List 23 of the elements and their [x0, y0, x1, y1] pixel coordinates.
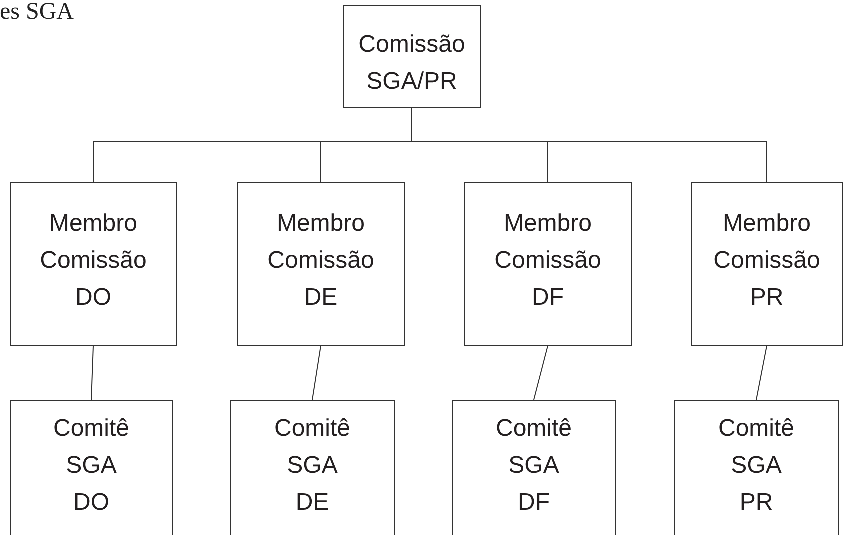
org-box [10, 182, 177, 346]
connector-line [756, 346, 768, 400]
org-box [691, 182, 843, 346]
box-label: Comitê SGA DO [53, 414, 130, 518]
connector-line [91, 346, 94, 400]
box-label: Comissão SGA/PR [358, 30, 466, 97]
box-label: Membro Comissão DF [494, 209, 602, 313]
org-box [452, 400, 616, 535]
box-label: Comitê SGA DE [274, 414, 351, 518]
org-box [10, 400, 173, 535]
box-label: Membro Comissão PR [714, 209, 820, 313]
org-box [343, 5, 481, 108]
org-box [674, 400, 839, 535]
box-label: Membro Comissão DO [40, 209, 147, 313]
connector-line [312, 346, 322, 400]
box-label: Membro Comissão DE [268, 209, 374, 313]
org-box [230, 400, 395, 535]
box-label: Comitê SGA PR [718, 414, 795, 518]
org-box [464, 182, 632, 346]
heading-fragment: es SGA [0, 0, 74, 24]
box-label: Comitê SGA DF [496, 414, 572, 518]
org-box [237, 182, 405, 346]
connector-line [534, 346, 548, 400]
